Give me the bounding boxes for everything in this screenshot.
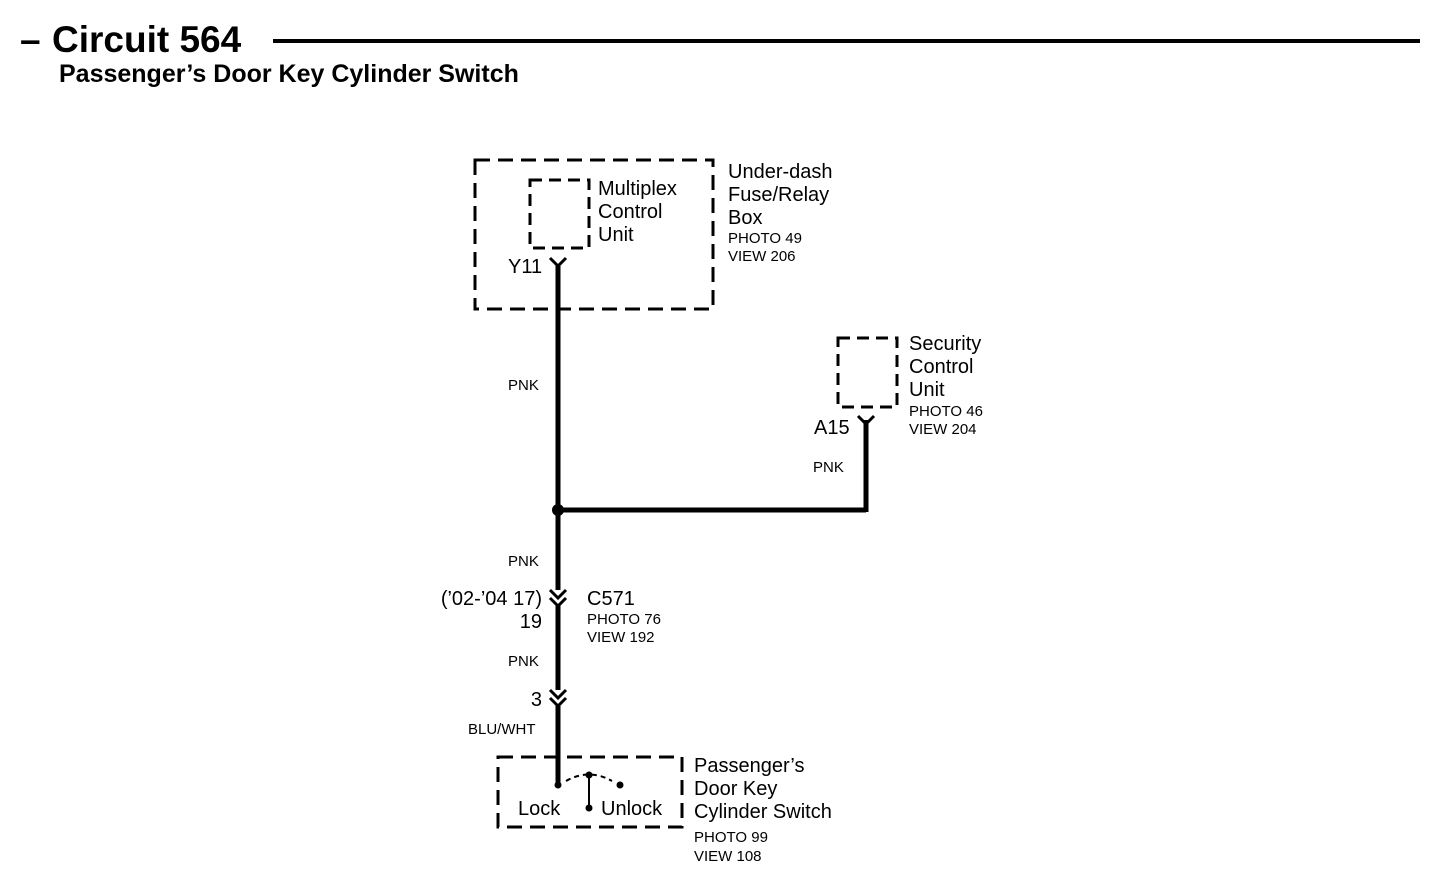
connector-c571-pin: 19 [520,611,542,633]
connector-c571-male [548,588,568,601]
fuse-box-photo: PHOTO 49 [728,230,802,247]
switch-unlock-label: Unlock [601,798,663,820]
security-unit-outline [836,336,899,409]
fuse-box-label-1: Under-dash [728,161,833,183]
multiplex-unit-outline [528,178,591,250]
multiplex-label-2: Control [598,201,662,223]
connector-c571-name: C571 [587,588,635,610]
security-view: VIEW 204 [909,421,977,438]
connector-c571-photo: PHOTO 76 [587,611,661,628]
security-label-3: Unit [909,379,945,401]
wire-label-blu-wht: BLU/WHT [468,721,536,738]
page-title: Circuit 564 [52,19,242,60]
pin-y11-label: Y11 [508,256,542,278]
multiplex-label-1: Multiplex [598,178,677,200]
wire-label-pnk-3: PNK [508,553,539,570]
connector-c571-note: (’02-’04 17) [441,588,542,610]
switch-photo: PHOTO 99 [694,829,768,846]
wire-label-pnk-4: PNK [508,653,539,670]
switch-label-1: Passenger’s [694,755,804,777]
switch-lock-contact [554,781,562,789]
multiplex-label-3: Unit [598,224,634,246]
pin-3-label: 3 [531,689,542,711]
fuse-box-label-2: Fuse/Relay [728,184,829,206]
pin-3-male [548,688,568,701]
switch-common-terminal [585,804,593,812]
switch-lock-label: Lock [518,798,561,820]
switch-view: VIEW 108 [694,848,762,865]
security-label-1: Security [909,333,981,355]
fuse-box-label-3: Box [728,207,762,229]
security-label-2: Control [909,356,973,378]
fuse-box-outline [473,158,715,311]
title-dash: – [20,19,41,60]
pin-a15-label: A15 [814,417,850,439]
wire-label-pnk-1: PNK [508,377,539,394]
fuse-box-view: VIEW 206 [728,248,796,265]
switch-label-2: Door Key [694,778,777,800]
page-subtitle: Passenger’s Door Key Cylinder Switch [59,60,519,88]
wire-label-pnk-2: PNK [813,459,844,476]
pin-a15-symbol [856,414,876,427]
security-photo: PHOTO 46 [909,403,983,420]
connector-c571-view: VIEW 192 [587,629,655,646]
switch-label-3: Cylinder Switch [694,801,832,823]
switch-arm [565,773,613,782]
switch-unlock-contact [616,781,624,789]
switch-outline [496,755,684,829]
